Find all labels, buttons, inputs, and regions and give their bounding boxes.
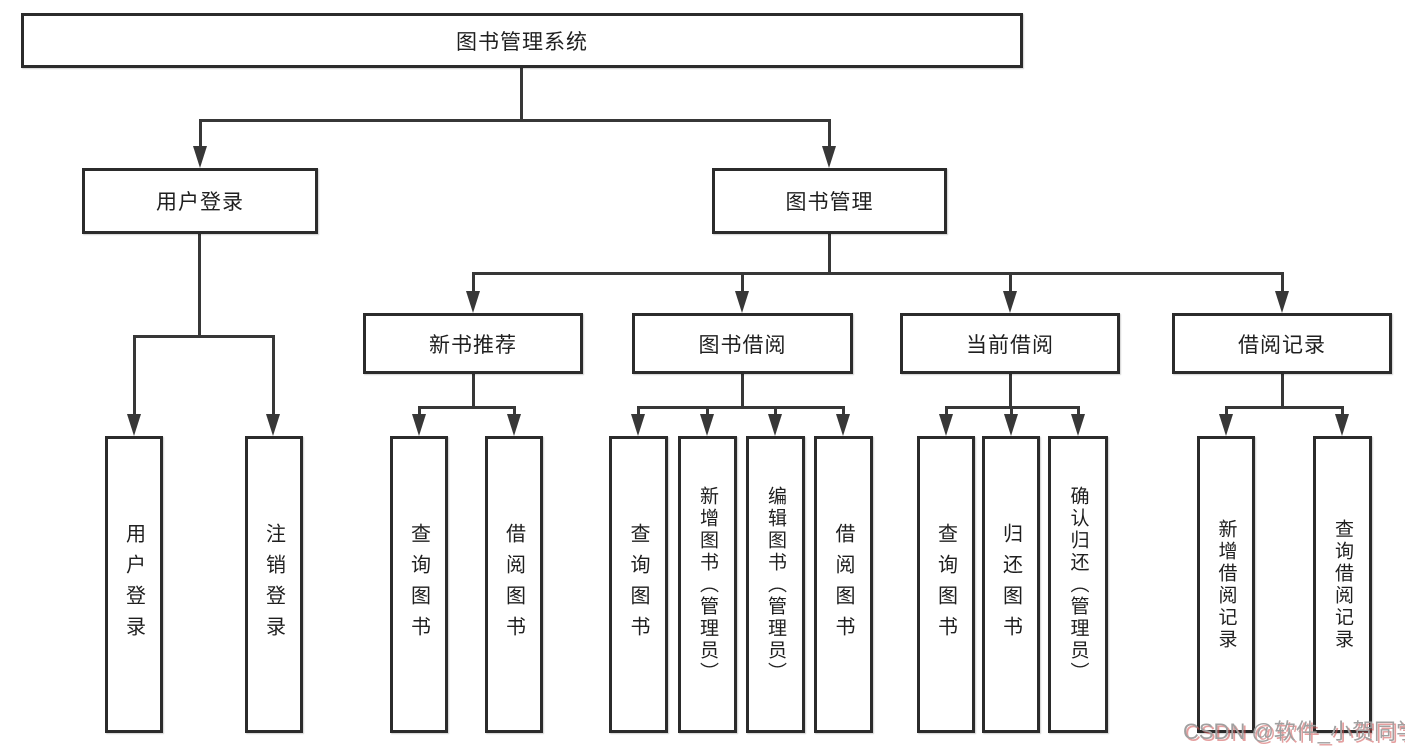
arrow-down-icon [193, 146, 207, 168]
node-new-book-recommend: 新书推荐 [363, 313, 583, 374]
node-borrow-records: 借阅记录 [1172, 313, 1392, 374]
connector-line [1077, 406, 1080, 419]
arrow-down-icon [836, 414, 850, 436]
arrow-down-icon [412, 414, 426, 436]
leaf-label: 查询图书 [407, 522, 430, 647]
arrow-down-icon [700, 414, 714, 436]
connector-line [1225, 406, 1228, 419]
connector-line [828, 234, 831, 274]
arrow-down-icon [266, 414, 280, 436]
connector-line [1009, 374, 1012, 408]
arrow-down-icon [768, 414, 782, 436]
leaf-label: 注销登录 [262, 522, 285, 647]
connector-line [199, 119, 831, 122]
leaf-return-books: 归还图书 [982, 436, 1040, 733]
connector-line [199, 119, 202, 152]
leaf-label: 编辑图书（管理员） [765, 485, 786, 684]
arrow-down-icon [631, 414, 645, 436]
leaf-label: 查询图书 [627, 522, 649, 647]
connector-line [741, 272, 744, 296]
leaf-label: 新增图书（管理员） [697, 485, 718, 684]
leaf-query-borrow-record: 查询借阅记录 [1313, 436, 1372, 733]
leaf-label: 借阅图书 [502, 522, 525, 647]
leaf-edit-books-admin: 编辑图书（管理员） [746, 436, 805, 733]
arrow-down-icon [1071, 414, 1085, 436]
connector-line [1341, 406, 1344, 419]
connector-line [945, 406, 948, 419]
arrow-down-icon [1275, 291, 1289, 313]
leaf-label: 查询图书 [934, 522, 957, 647]
node-label: 图书借阅 [698, 333, 787, 357]
arrow-down-icon [1335, 414, 1349, 436]
leaf-label: 归还图书 [999, 522, 1022, 647]
leaf-query-books-2: 查询图书 [609, 436, 668, 733]
node-label: 图书管理 [785, 191, 874, 214]
arrow-down-icon [735, 291, 749, 313]
leaf-label: 查询借阅记录 [1332, 518, 1353, 651]
leaf-label: 确认归还（管理员） [1067, 485, 1089, 684]
arrow-down-icon [507, 414, 521, 436]
arrow-down-icon [127, 414, 141, 436]
leaf-query-books-1: 查询图书 [390, 436, 448, 733]
connector-line [741, 374, 744, 408]
connector-line [418, 406, 421, 419]
leaf-logout: 注销登录 [245, 436, 303, 733]
connector-line [1009, 272, 1012, 296]
connector-line [418, 406, 515, 409]
node-label: 新书推荐 [429, 333, 517, 357]
node-root-label: 图书管理系统 [456, 30, 588, 54]
leaf-add-books-admin: 新增图书（管理员） [678, 436, 737, 733]
connector-line [637, 406, 640, 419]
connector-line [706, 406, 709, 419]
node-label: 用户登录 [156, 191, 244, 214]
leaf-borrow-books-1: 借阅图书 [485, 436, 543, 733]
leaf-confirm-return-admin: 确认归还（管理员） [1048, 436, 1108, 733]
leaf-label: 新增借阅记录 [1215, 518, 1237, 651]
connector-line [513, 406, 516, 419]
arrow-down-icon [1003, 291, 1017, 313]
node-label: 当前借阅 [966, 333, 1054, 357]
connector-line [637, 406, 844, 409]
leaf-label: 借阅图书 [832, 522, 854, 647]
node-root: 图书管理系统 [21, 13, 1023, 68]
node-book-management-branch: 图书管理 [712, 168, 947, 234]
connector-line [472, 272, 1283, 275]
csdn-watermark: CSDN @软件_小贺同学 [1183, 719, 1405, 744]
connector-line [828, 119, 831, 152]
connector-line [472, 374, 475, 408]
node-current-borrow: 当前借阅 [900, 313, 1120, 374]
connector-line [272, 335, 275, 419]
leaf-user-login: 用户登录 [105, 436, 163, 733]
arrow-down-icon [822, 146, 836, 168]
connector-line [774, 406, 777, 419]
leaf-label: 用户登录 [122, 522, 145, 647]
node-book-borrow: 图书借阅 [632, 313, 853, 374]
leaf-query-books-3: 查询图书 [917, 436, 975, 733]
connector-line [1281, 374, 1284, 408]
connector-line [1010, 406, 1013, 419]
arrow-down-icon [939, 414, 953, 436]
connector-line [1225, 406, 1342, 409]
node-user-login-branch: 用户登录 [82, 168, 318, 234]
connector-line [198, 234, 201, 336]
connector-line [1281, 272, 1284, 296]
leaf-add-borrow-record: 新增借阅记录 [1197, 436, 1255, 733]
node-label: 借阅记录 [1238, 333, 1326, 357]
leaf-borrow-books-2: 借阅图书 [814, 436, 873, 733]
arrow-down-icon [466, 291, 480, 313]
connector-line [520, 66, 523, 122]
connector-line [472, 272, 475, 296]
connector-line [133, 335, 136, 419]
connector-line [133, 335, 274, 338]
arrow-down-icon [1219, 414, 1233, 436]
connector-line [842, 406, 845, 419]
arrow-down-icon [1004, 414, 1018, 436]
